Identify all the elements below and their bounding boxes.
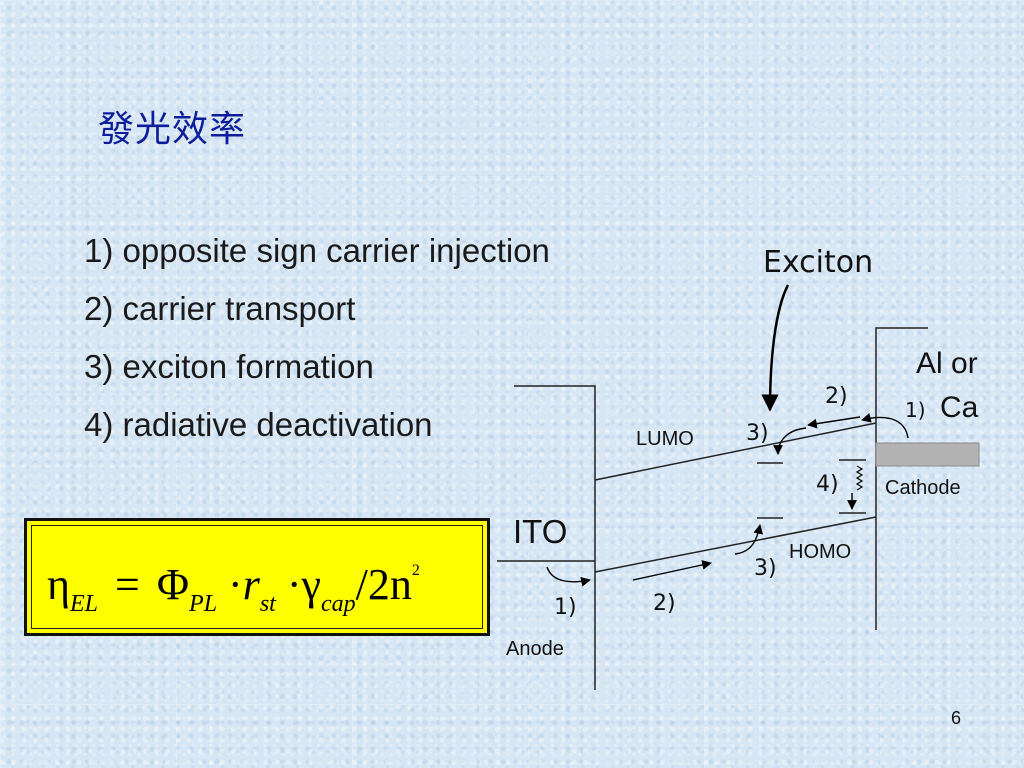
- exciton-pointer-arrow: [761, 284, 790, 412]
- step-2-electron-label: 2): [825, 384, 848, 409]
- gamma-symbol: γ: [301, 560, 321, 609]
- step-transport: 2) carrier transport: [84, 290, 356, 327]
- cathode-material-label: Al or: [916, 347, 978, 380]
- homo-label: HOMO: [789, 541, 851, 563]
- hole-capture-arrow: [734, 524, 764, 555]
- page-number: 6: [951, 708, 962, 728]
- hole-injection-arrow: [546, 566, 591, 587]
- formula-inner-border: [31, 525, 483, 629]
- emission-wavy-icon: [855, 465, 864, 491]
- cathode-material-label-ca: Ca: [940, 391, 979, 424]
- eta-subscript: EL: [70, 591, 99, 617]
- refractive-index-exponent: 2: [411, 562, 420, 579]
- dot-operator: ·: [286, 560, 302, 609]
- anode-label: Anode: [506, 638, 564, 660]
- ito-label: ITO: [513, 513, 567, 550]
- homo-band-edge: [594, 516, 877, 573]
- exciton-label: Exciton: [763, 245, 873, 280]
- cathode-electrode-outline: [875, 327, 928, 630]
- cathode-metal-layer: [875, 442, 980, 467]
- refractive-index-term: /2n: [355, 560, 412, 609]
- cathode-label: Cathode: [885, 477, 961, 499]
- r-symbol: r: [242, 560, 260, 609]
- electron-injection-arrow: [861, 413, 909, 439]
- equals-sign: =: [115, 560, 140, 609]
- electron-capture-arrow: [773, 427, 807, 455]
- hole-transport-arrow: [632, 560, 712, 581]
- efficiency-formula-box: ηEL = ΦPL ·rst ·γcap/2n2: [24, 518, 490, 636]
- step-2-hole-label: 2): [653, 591, 676, 616]
- eta-symbol: η: [47, 560, 71, 609]
- step-3-electron-label: 3): [746, 421, 769, 446]
- anode-electrode-outline: [514, 385, 596, 690]
- dot-operator: ·: [228, 560, 243, 609]
- electron-transport-arrow: [807, 416, 861, 429]
- lumo-band-edge: [594, 422, 877, 481]
- slide-title: 發光效率: [98, 109, 247, 150]
- r-subscript: st: [259, 591, 276, 617]
- step-radiative-deactivation: 4) radiative deactivation: [84, 406, 433, 443]
- lumo-label: LUMO: [636, 428, 694, 450]
- efficiency-formula: ηEL = ΦPL ·rst ·γcap/2n2: [47, 541, 420, 634]
- step-4-emission-label: 4): [816, 472, 839, 497]
- step-3-hole-label: 3): [754, 556, 777, 581]
- phi-symbol: Φ: [156, 560, 190, 609]
- gamma-subscript: cap: [320, 591, 356, 617]
- step-1-cathode-label: 1): [905, 398, 926, 422]
- step-1-anode-label: 1): [554, 595, 577, 620]
- step-exciton-formation: 3) exciton formation: [84, 348, 374, 385]
- phi-subscript: PL: [189, 591, 218, 617]
- step-injection: 1) opposite sign carrier injection: [84, 232, 550, 269]
- process-steps-list: 1) opposite sign carrier injection 2) ca…: [84, 222, 550, 454]
